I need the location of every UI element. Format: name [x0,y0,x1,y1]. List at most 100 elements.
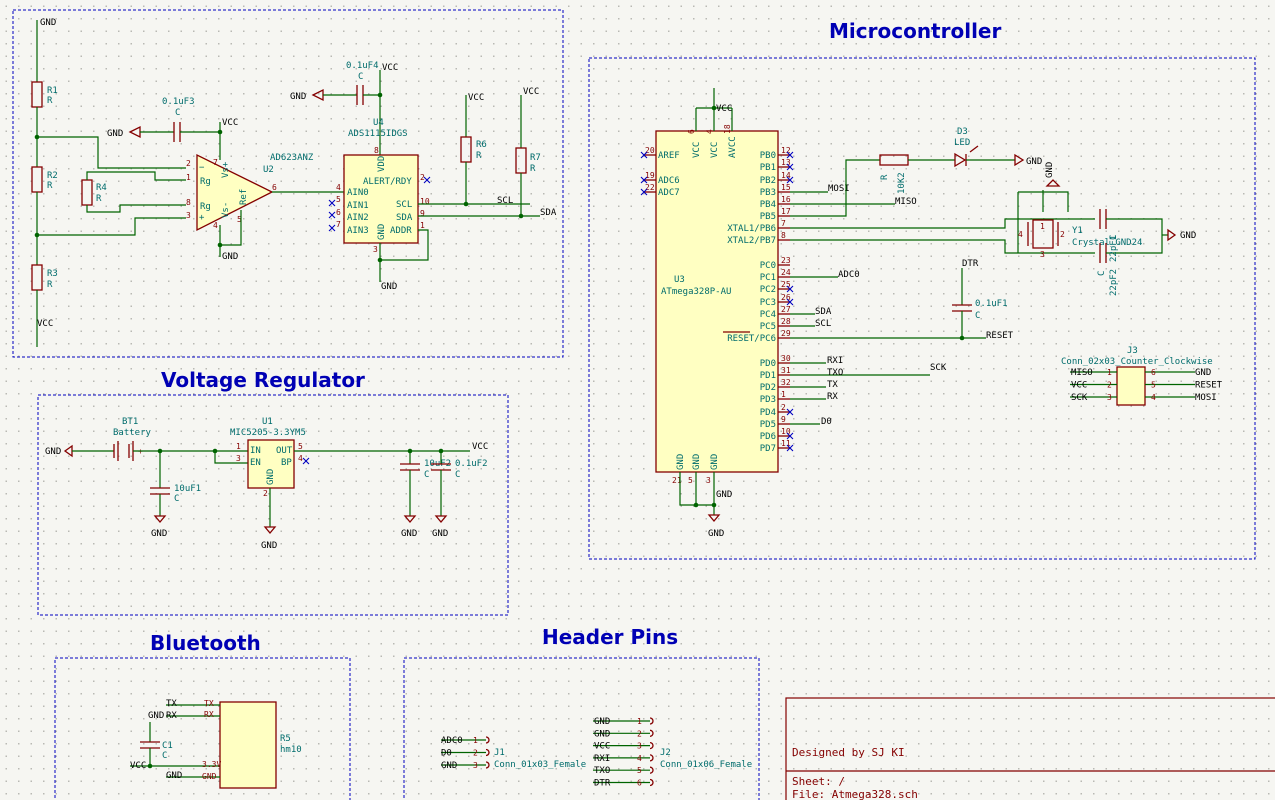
r3-resistor [31,264,43,291]
c10a-ref: 10uF1 [174,484,201,494]
svg-text:6: 6 [687,129,696,134]
reset-label: RESET [986,331,1014,341]
r7-value: R [530,164,536,174]
u3-pin-pb2: PB2 [760,176,776,186]
u2-ref: U2 [263,165,274,175]
gnd-label-u3: GND [716,490,732,500]
u1-ref: U1 [262,417,273,427]
j2-label-5: TXO [594,766,610,776]
u3-pin-pd1: PD1 [760,371,776,381]
voltage-regulator-title: Voltage Regulator [161,368,365,392]
svg-text:21: 21 [672,476,682,485]
u3-pin-pc1: PC1 [760,273,776,283]
r6-ref: R6 [476,140,487,150]
u3-pin-pd5: PD5 [760,420,776,430]
j3-ref: J3 [1127,346,1138,356]
gnd-label-c10b: GND [401,529,417,539]
vcc-label-reg: VCC [472,442,488,452]
svg-text:30: 30 [781,354,791,363]
r2-resistor [31,166,43,193]
gnd-label-top: GND [40,18,56,28]
c22b-ref: C [1097,271,1107,276]
r10k-value: 10K2 [897,172,907,194]
c-0-1uf4-ref: 0.1uF4 [346,61,379,71]
u3-pin-top-1: VCC [710,142,720,158]
svg-text:4: 4 [637,754,642,763]
u3-pin-bottom-1: GND [692,454,702,470]
u4-pin-sda: SDA [396,213,413,223]
j3-right-label-1: GND [1195,368,1211,378]
d3-ref: D3 [957,127,968,137]
dtr-label: DTR [962,259,979,269]
microcontroller-section-box [588,57,1256,560]
svg-text:3: 3 [1107,393,1112,402]
bt1-value: Battery [113,428,152,438]
gnd-label-u4: GND [381,282,397,292]
svg-text:6: 6 [1151,368,1156,377]
u3-pin-pd0: PD0 [760,359,776,369]
r5-pin-rx: RX [204,710,214,719]
adc0-label: ADC0 [838,270,860,280]
svg-text:2: 2 [637,729,642,738]
u3-pin-bottom-0: GND [676,454,686,470]
d0-label: D0 [821,417,832,427]
svg-text:1: 1 [236,442,241,451]
svg-text:4: 4 [336,183,341,192]
svg-text:7: 7 [213,158,218,167]
svg-text:29: 29 [781,329,791,338]
u4-pin-addr: ADDR [390,226,412,236]
gnd-label-u1: GND [261,541,277,551]
j3-left-label-3: SCK [1071,393,1088,403]
svg-text:27: 27 [781,305,791,314]
u4-adc: U4 ADS1115IDGS VDD ALERT/RDY AIN0 AIN1 A… [328,118,557,292]
u2-pin-rg2: Rg [200,202,211,212]
svg-text:5: 5 [237,215,242,224]
svg-text:23: 23 [781,256,791,265]
u4-pin-ain0: AIN0 [347,188,369,198]
rx-label: RX [827,392,838,402]
u4-pin-scl: SCL [396,200,412,210]
voltage-regulator-section-box [37,394,509,616]
svg-text:5: 5 [1151,381,1156,390]
svg-text:4: 4 [213,221,218,230]
r2-value: R [47,181,53,191]
vcc-label-u3: VCC [716,104,732,114]
svg-text:5: 5 [637,766,642,775]
vcc-label-u4: VCC [382,63,398,73]
j2-ref: J2 [660,748,671,758]
svg-text:3: 3 [373,245,378,254]
bt-tx-label: TX [166,699,177,709]
svg-text:20: 20 [645,146,655,155]
svg-text:5: 5 [298,442,303,451]
r1-resistor [31,81,43,108]
r2-ref: R2 [47,171,58,181]
mcu-wiring: MOSI MISO R 10K2 D3 LED GND 4 2 1 3 GND … [790,127,1196,427]
j3-right-label-2: RESET [1195,381,1223,391]
c01b-ref: 0.1uF2 [455,459,488,469]
r1-ref: R1 [47,86,58,96]
u3-pin-pc0: PC0 [760,261,776,271]
u3-ref: U3 [674,275,685,285]
microcontroller-title: Microcontroller [829,19,1001,43]
j2-label-6: DTR [594,779,611,789]
txo-label: TXO [827,368,843,378]
sda-label: SDA [540,208,557,218]
svg-text:3: 3 [186,211,191,220]
u4-pin-ain3: AIN3 [347,226,369,236]
r1-value: R [47,96,53,106]
gnd-label-bt: GND [45,447,61,457]
j3-value: Conn_02x03_Counter_Clockwise [1061,357,1213,367]
svg-text:28: 28 [781,317,791,326]
j2-label-1: GND [594,717,610,727]
svg-text:4: 4 [1151,393,1156,402]
svg-text:1: 1 [420,221,425,230]
svg-text:5: 5 [688,476,693,485]
bt-vcc-label: VCC [130,761,146,771]
u3-value: ATmega328P-AU [661,287,731,297]
svg-text:4: 4 [298,454,303,463]
scl-label: SCL [497,196,513,206]
r5-pin-tx: TX [204,699,214,708]
j1-value: Conn_01x03_Female [494,760,586,770]
